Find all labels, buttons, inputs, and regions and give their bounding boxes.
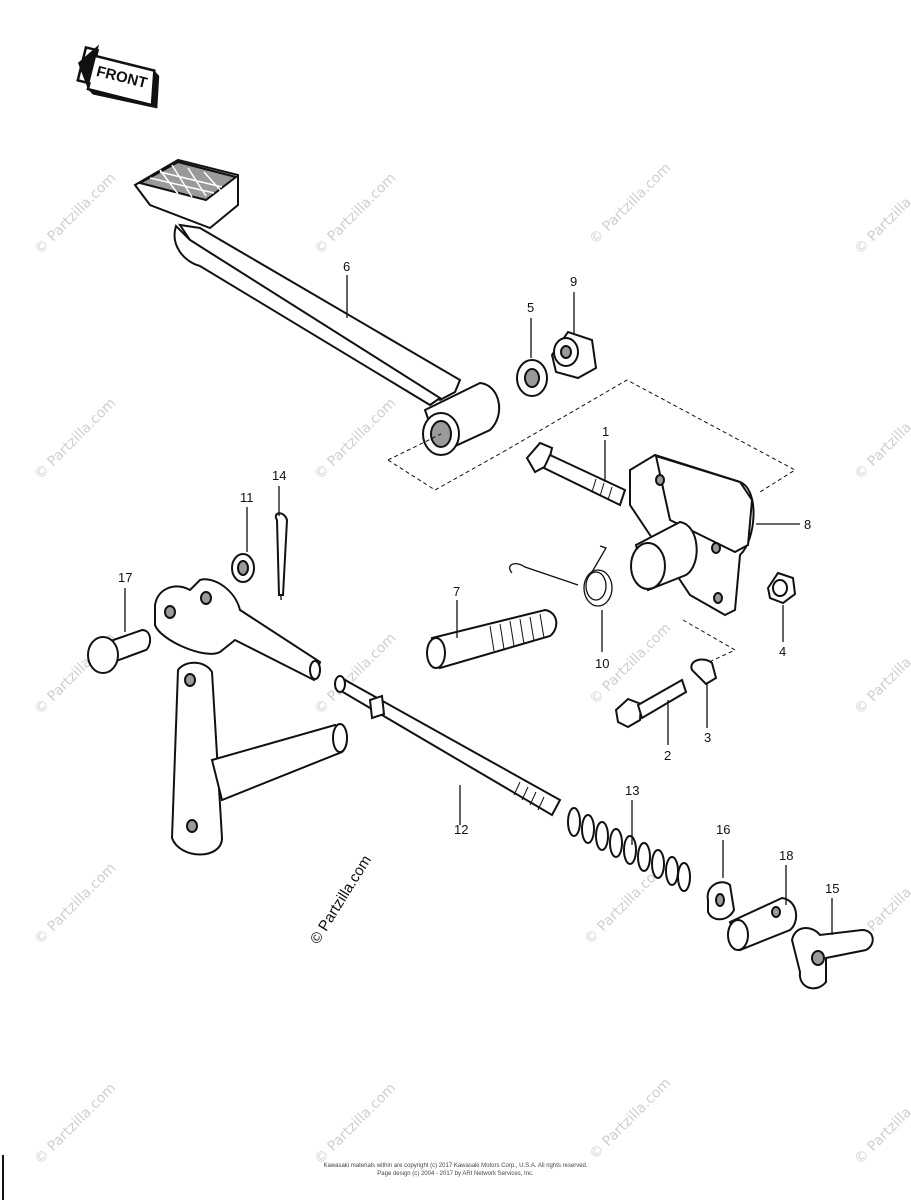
- watermark: © Partzilla.com: [587, 1075, 675, 1163]
- watermark: © Partzilla.com: [852, 630, 911, 718]
- bolt: [614, 678, 688, 729]
- callout-15: 15: [825, 881, 839, 896]
- watermark: © Partzilla.com: [587, 160, 675, 248]
- watermark: © Partzilla.com: [852, 395, 911, 483]
- callout-3: 3: [704, 730, 711, 745]
- lock-nut: [550, 330, 598, 380]
- trunnion: [727, 896, 798, 952]
- watermark: © Partzilla.com: [852, 1080, 911, 1168]
- watermark: © Partzilla.com: [312, 170, 400, 258]
- return-spring: [509, 545, 613, 607]
- front-arrow-icon: FRONT: [76, 44, 160, 109]
- callout-2: 2: [664, 748, 671, 763]
- watermark: © Partzilla.com: [32, 170, 120, 258]
- watermark: © Partzilla.com: [32, 860, 120, 948]
- callout-1: 1: [602, 424, 609, 439]
- callout-14: 14: [272, 468, 286, 483]
- callout-9: 9: [570, 274, 577, 289]
- bracket: [629, 453, 755, 617]
- brake-pedal: [133, 158, 500, 456]
- callout-5: 5: [527, 300, 534, 315]
- cotter-pin: [274, 512, 289, 596]
- callout-labels: 1 2 3 4 5 6 7 8 9 10 11 12 13 14 15 16 1…: [118, 259, 839, 896]
- callout-6: 6: [343, 259, 350, 274]
- clevis-pin: [87, 628, 152, 674]
- callout-10: 10: [595, 656, 609, 671]
- callout-11: 11: [240, 490, 254, 505]
- callout-18: 18: [779, 848, 793, 863]
- callout-7: 7: [453, 584, 460, 599]
- watermark: © Partzilla.com: [312, 395, 400, 483]
- callout-8: 8: [804, 517, 811, 532]
- watermark: © Partzilla.com: [312, 1080, 400, 1168]
- callout-4: 4: [779, 644, 786, 659]
- callout-16: 16: [716, 822, 730, 837]
- watermark: © Partzilla.com: [32, 1080, 120, 1168]
- watermark-layer: © Partzilla.com © Partzilla.com © Partzi…: [32, 160, 911, 1168]
- brake-rod: [334, 675, 562, 817]
- shaft: [426, 608, 558, 670]
- callout-17: 17: [118, 570, 132, 585]
- copyright-line: Page design (c) 2004 - 2017 by ARI Netwo…: [377, 1171, 534, 1177]
- lock-washer: [690, 658, 718, 686]
- copyright-line: Kawasaki materials within are copyright …: [323, 1163, 588, 1169]
- bolt: [525, 441, 627, 507]
- clevis: [154, 578, 322, 682]
- lever-arm: [170, 661, 348, 856]
- wing-nut: [790, 927, 874, 990]
- callout-12: 12: [454, 822, 468, 837]
- center-watermark: © Partzilla.com: [307, 852, 375, 947]
- callout-13: 13: [625, 783, 639, 798]
- watermark: © Partzilla.com: [852, 170, 911, 258]
- compression-spring: [567, 807, 691, 892]
- watermark: © Partzilla.com: [32, 395, 120, 483]
